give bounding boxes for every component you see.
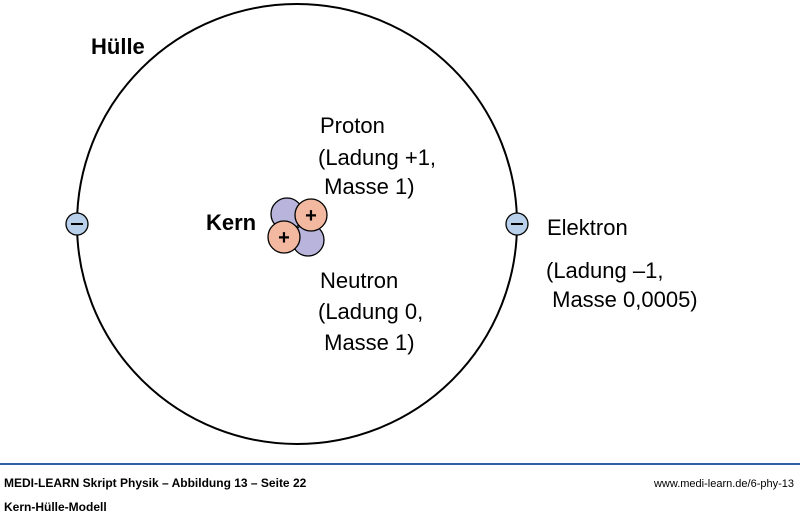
proton-particle-2 (267, 220, 301, 254)
footer-url: www.medi-learn.de/6-phy-13 (653, 478, 794, 490)
footer-figure-title: Kern-Hülle-Modell (4, 500, 107, 514)
electron-title: Elektron (547, 215, 628, 240)
atom-diagram: + + (65, 3, 529, 445)
proton-mass: Masse 1) (318, 174, 415, 199)
footer-source: MEDI-LEARN Skript Physik – Abbildung 13 … (4, 476, 307, 490)
neutron-mass: Masse 1) (318, 330, 415, 355)
shell-label: Hülle (91, 34, 145, 59)
neutron-charge: (Ladung 0, (318, 299, 424, 324)
footer-divider (0, 463, 800, 465)
proton-title: Proton (320, 113, 385, 138)
proton-charge: (Ladung +1, (318, 145, 437, 170)
proton-particle-1 (294, 198, 328, 232)
electron-charge: (Ladung –1, (546, 258, 664, 283)
electron-mass: Masse 0,0005) (546, 287, 698, 312)
nucleus-label: Kern (206, 210, 257, 235)
proton-plus-sign-1: + (305, 205, 317, 227)
neutron-title: Neutron (320, 268, 399, 293)
proton-plus-sign-2: + (278, 227, 290, 249)
